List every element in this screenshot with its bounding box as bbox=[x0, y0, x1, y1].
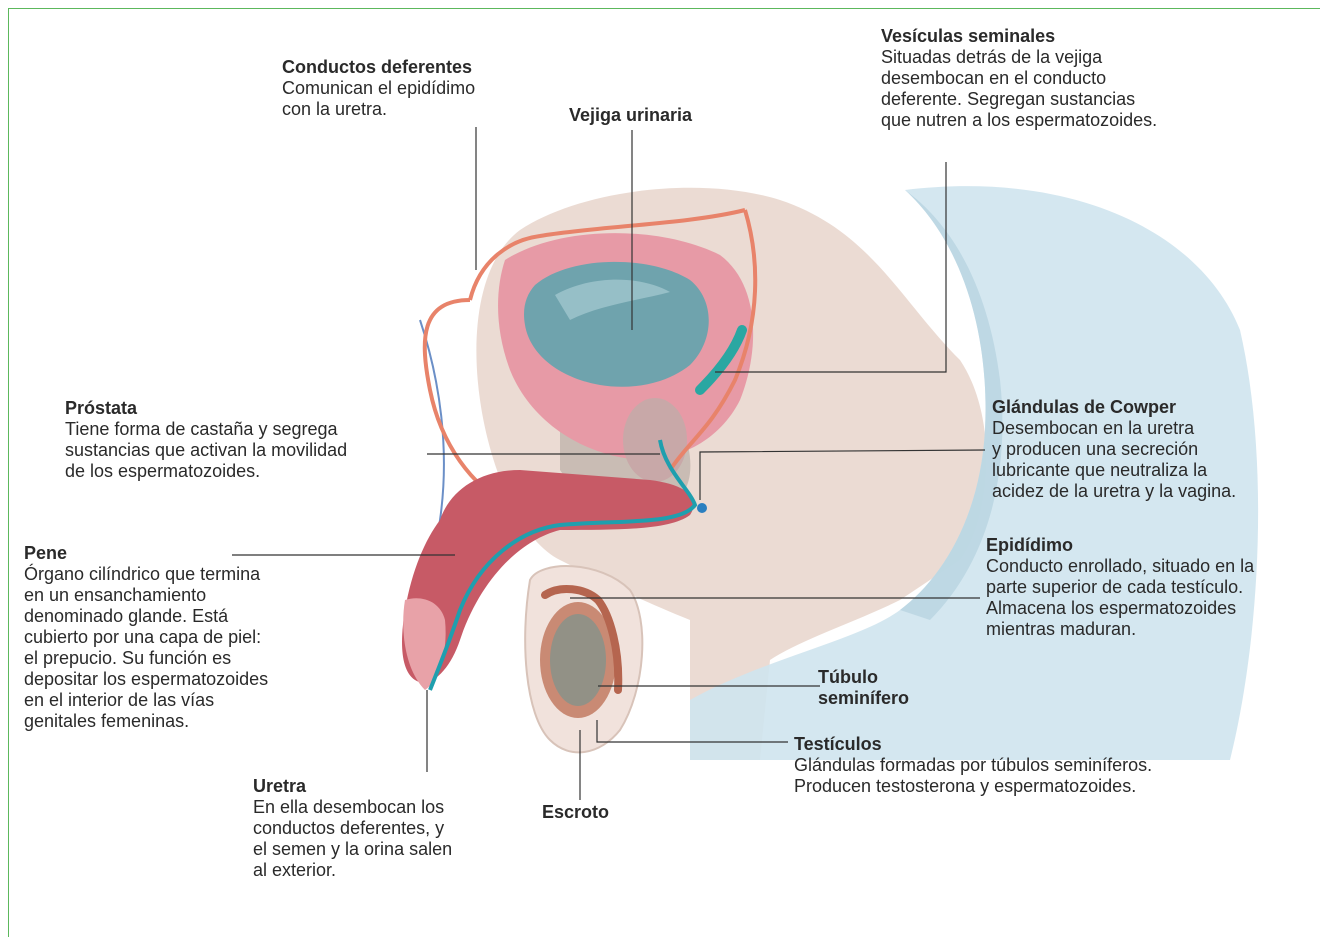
label-line: Almacena los espermatozoides bbox=[986, 598, 1254, 619]
label-line: Conducto enrollado, situado en la bbox=[986, 556, 1254, 577]
label-line: acidez de la uretra y la vagina. bbox=[992, 481, 1236, 502]
label-tubulo-seminifero: Túbulo seminífero bbox=[818, 667, 909, 709]
cowper-gland-shape bbox=[697, 503, 707, 513]
label-line: cubierto por una capa de piel: bbox=[24, 627, 268, 648]
label-title: Próstata bbox=[65, 398, 347, 419]
label-line: Órgano cilíndrico que termina bbox=[24, 564, 268, 585]
label-title: Túbulo bbox=[818, 667, 909, 688]
label-title: Epidídimo bbox=[986, 535, 1254, 556]
label-line: Tiene forma de castaña y segrega bbox=[65, 419, 347, 440]
label-title: Vesículas seminales bbox=[881, 26, 1157, 47]
label-line: Comunican el epidídimo bbox=[282, 78, 475, 99]
label-conductos-deferentes: Conductos deferentes Comunican el epidíd… bbox=[282, 57, 475, 120]
label-testiculos: Testículos Glándulas formadas por túbulo… bbox=[794, 734, 1152, 797]
label-epididimo: Epidídimo Conducto enrollado, situado en… bbox=[986, 535, 1254, 640]
label-line: denominado glande. Está bbox=[24, 606, 268, 627]
label-line: conductos deferentes, y bbox=[253, 818, 452, 839]
label-line: genitales femeninas. bbox=[24, 711, 268, 732]
label-glandulas-cowper: Glándulas de Cowper Desembocan en la ure… bbox=[992, 397, 1236, 502]
prostate-shape bbox=[623, 398, 687, 482]
label-line: que nutren a los espermatozoides. bbox=[881, 110, 1157, 131]
label-title: Escroto bbox=[542, 802, 609, 823]
label-vejiga-urinaria: Vejiga urinaria bbox=[569, 105, 692, 126]
label-line: y producen una secreción bbox=[992, 439, 1236, 460]
label-line: al exterior. bbox=[253, 860, 452, 881]
label-line: Desembocan en la uretra bbox=[992, 418, 1236, 439]
label-line: deferente. Segregan sustancias bbox=[881, 89, 1157, 110]
label-title: Testículos bbox=[794, 734, 1152, 755]
label-title: Pene bbox=[24, 543, 268, 564]
label-line: lubricante que neutraliza la bbox=[992, 460, 1236, 481]
label-title: Conductos deferentes bbox=[282, 57, 475, 78]
label-line: el semen y la orina salen bbox=[253, 839, 452, 860]
label-line: mientras maduran. bbox=[986, 619, 1254, 640]
label-title: Glándulas de Cowper bbox=[992, 397, 1236, 418]
label-line: en el interior de las vías bbox=[24, 690, 268, 711]
label-vesiculas-seminales: Vesículas seminales Situadas detrás de l… bbox=[881, 26, 1157, 131]
label-line: desembocan en el conducto bbox=[881, 68, 1157, 89]
glans bbox=[403, 598, 445, 690]
label-uretra: Uretra En ella desembocan los conductos … bbox=[253, 776, 452, 881]
label-line: Situadas detrás de la vejiga bbox=[881, 47, 1157, 68]
testis-inner bbox=[550, 614, 606, 706]
label-line: depositar los espermatozoides bbox=[24, 669, 268, 690]
label-line: sustancias que activan la movilidad bbox=[65, 440, 347, 461]
label-line: parte superior de cada testículo. bbox=[986, 577, 1254, 598]
label-line: Glándulas formadas por túbulos seminífer… bbox=[794, 755, 1152, 776]
label-line: en un ensanchamiento bbox=[24, 585, 268, 606]
label-escroto: Escroto bbox=[542, 802, 609, 823]
label-line: de los espermatozoides. bbox=[65, 461, 347, 482]
label-title: seminífero bbox=[818, 688, 909, 709]
label-line: En ella desembocan los bbox=[253, 797, 452, 818]
label-line: con la uretra. bbox=[282, 99, 475, 120]
label-title: Vejiga urinaria bbox=[569, 105, 692, 126]
label-line: el prepucio. Su función es bbox=[24, 648, 268, 669]
label-prostata: Próstata Tiene forma de castaña y segreg… bbox=[65, 398, 347, 482]
label-pene: Pene Órgano cilíndrico que termina en un… bbox=[24, 543, 268, 732]
label-line: Producen testosterona y espermatozoides. bbox=[794, 776, 1152, 797]
label-title: Uretra bbox=[253, 776, 452, 797]
